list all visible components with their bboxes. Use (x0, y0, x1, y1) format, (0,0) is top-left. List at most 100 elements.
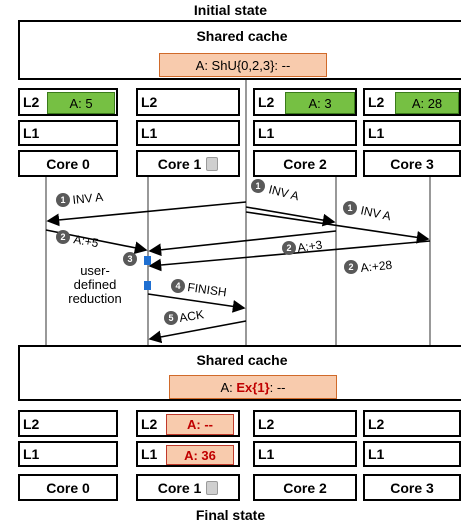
initial-state-title: Initial state (193, 2, 268, 18)
core-name: Core 3 (390, 479, 434, 496)
reduction-label-line: user- (80, 263, 110, 278)
step-number: 1 (60, 195, 65, 205)
l2-label: L2 (368, 94, 385, 110)
core-name: Core 3 (390, 155, 434, 172)
step-number: 2 (286, 243, 291, 253)
entry-prefix: A: (220, 379, 237, 395)
step-badge-icon (56, 230, 70, 244)
core2-l1: L1 (253, 120, 357, 146)
msg-inv-core0: INV A (72, 190, 104, 207)
core-name: Core 1 (157, 155, 202, 172)
core1-box-final: Core 1 (136, 474, 240, 501)
l2-cache-line: A: 5 (47, 92, 115, 114)
core3-l2-final: L2 (363, 410, 461, 437)
step-badge-icon (164, 311, 178, 325)
entry-state: Ex{1} (236, 379, 270, 395)
core2-box: Core 2 (253, 150, 357, 177)
core2-l2: L2 A: 3 (253, 88, 357, 116)
step-badges (56, 179, 358, 325)
core1-l2-final: L2 A: -- (136, 410, 240, 437)
core-name: Core 2 (283, 479, 327, 496)
final-shared-cache: Shared cache A: Ex{1} : -- (18, 345, 461, 401)
shared-cache-entry: A: ShU{0,2,3}: -- (159, 53, 327, 77)
shared-cache-title: Shared cache (196, 28, 288, 44)
reduction-marker-start (144, 256, 151, 265)
l2-label: L2 (258, 94, 275, 110)
arrow-data-core2 (148, 230, 337, 257)
shared-cache-title: Shared cache (196, 352, 288, 368)
arrow-inv-core3 (245, 211, 430, 244)
reduction-label-line: defined (73, 277, 117, 292)
step-badge-icon (56, 193, 70, 207)
core2-l1-final: L1 (253, 441, 357, 467)
step-badge-icon (344, 260, 358, 274)
arrow-ack (148, 320, 247, 344)
arrow-inv-core0 (46, 201, 247, 227)
msg-finish: FINISH (187, 280, 228, 299)
core3-l2: L2 A: 28 (363, 88, 461, 116)
l1-label: L1 (23, 446, 40, 462)
l2-cache-line: A: -- (166, 414, 234, 435)
step-number: 1 (255, 181, 260, 191)
l1-label: L1 (141, 446, 158, 462)
core2-l2-final: L2 (253, 410, 357, 437)
core2-box-final: Core 2 (253, 474, 357, 501)
l2-label: L2 (23, 415, 40, 432)
step-badge-icon (282, 241, 296, 255)
msg-data-core0: A:+5 (72, 232, 99, 250)
msg-ack: ACK (178, 307, 205, 325)
msg-inv-core2: INV A (267, 182, 300, 203)
msg-data-core2: A:+3 (296, 238, 323, 255)
l2-cache-line: A: 3 (285, 92, 355, 114)
step-badge-icon (171, 279, 185, 293)
l2-label: L2 (23, 94, 40, 110)
step-badge-icon (343, 201, 357, 215)
l1-label: L1 (258, 446, 275, 462)
core-name: Core 0 (46, 479, 90, 496)
core0-l1-final: L1 (18, 441, 118, 467)
l1-label: L1 (258, 125, 275, 141)
arrow-finish (147, 293, 246, 313)
core3-l1-final: L1 (363, 441, 461, 467)
msg-inv-core3: INV A (359, 203, 392, 223)
msg-data-core3: A:+28 (360, 258, 393, 275)
arrow-inv-core2 (245, 206, 336, 227)
scroll-icon (206, 480, 219, 495)
final-state-title: Final state (195, 507, 266, 523)
reduction-label-line: reduction (68, 291, 122, 306)
l2-label: L2 (141, 94, 158, 110)
core0-l1: L1 (18, 120, 118, 146)
step-badge-icon (123, 252, 137, 266)
l1-label: L1 (23, 125, 40, 141)
scroll-icon (206, 156, 219, 171)
step-number: 1 (347, 203, 352, 213)
step-number: 2 (348, 262, 353, 272)
l2-label: L2 (368, 415, 385, 432)
core3-box: Core 3 (363, 150, 461, 177)
initial-shared-cache: Shared cache A: ShU{0,2,3}: -- (18, 20, 461, 80)
l2-cache-line: A: 28 (395, 92, 459, 114)
core-name: Core 1 (157, 479, 202, 496)
core0-l2: L2 A: 5 (18, 88, 118, 116)
core0-l2-final: L2 (18, 410, 118, 437)
step-number: 3 (127, 254, 132, 264)
core-name-wrap: Core 1 (138, 152, 238, 175)
step-number: 5 (168, 313, 173, 323)
l1-label: L1 (368, 446, 385, 462)
reduction-label: user- defined reduction (60, 264, 130, 306)
core0-box: Core 0 (18, 150, 118, 177)
core3-box-final: Core 3 (363, 474, 461, 501)
step-number: 2 (60, 232, 65, 242)
core-name: Core 2 (283, 155, 327, 172)
l2-label: L2 (141, 415, 158, 432)
l2-label: L2 (258, 415, 275, 432)
entry-suffix: : -- (269, 379, 286, 395)
l1-cache-line: A: 36 (166, 445, 234, 465)
core1-l1: L1 (136, 120, 240, 146)
core1-l1-final: L1 A: 36 (136, 441, 240, 467)
step-number: 4 (175, 281, 180, 291)
core-name: Core 0 (46, 155, 90, 172)
core-name-wrap: Core 1 (138, 476, 238, 499)
reduction-marker-end (144, 281, 151, 290)
core1-box: Core 1 (136, 150, 240, 177)
